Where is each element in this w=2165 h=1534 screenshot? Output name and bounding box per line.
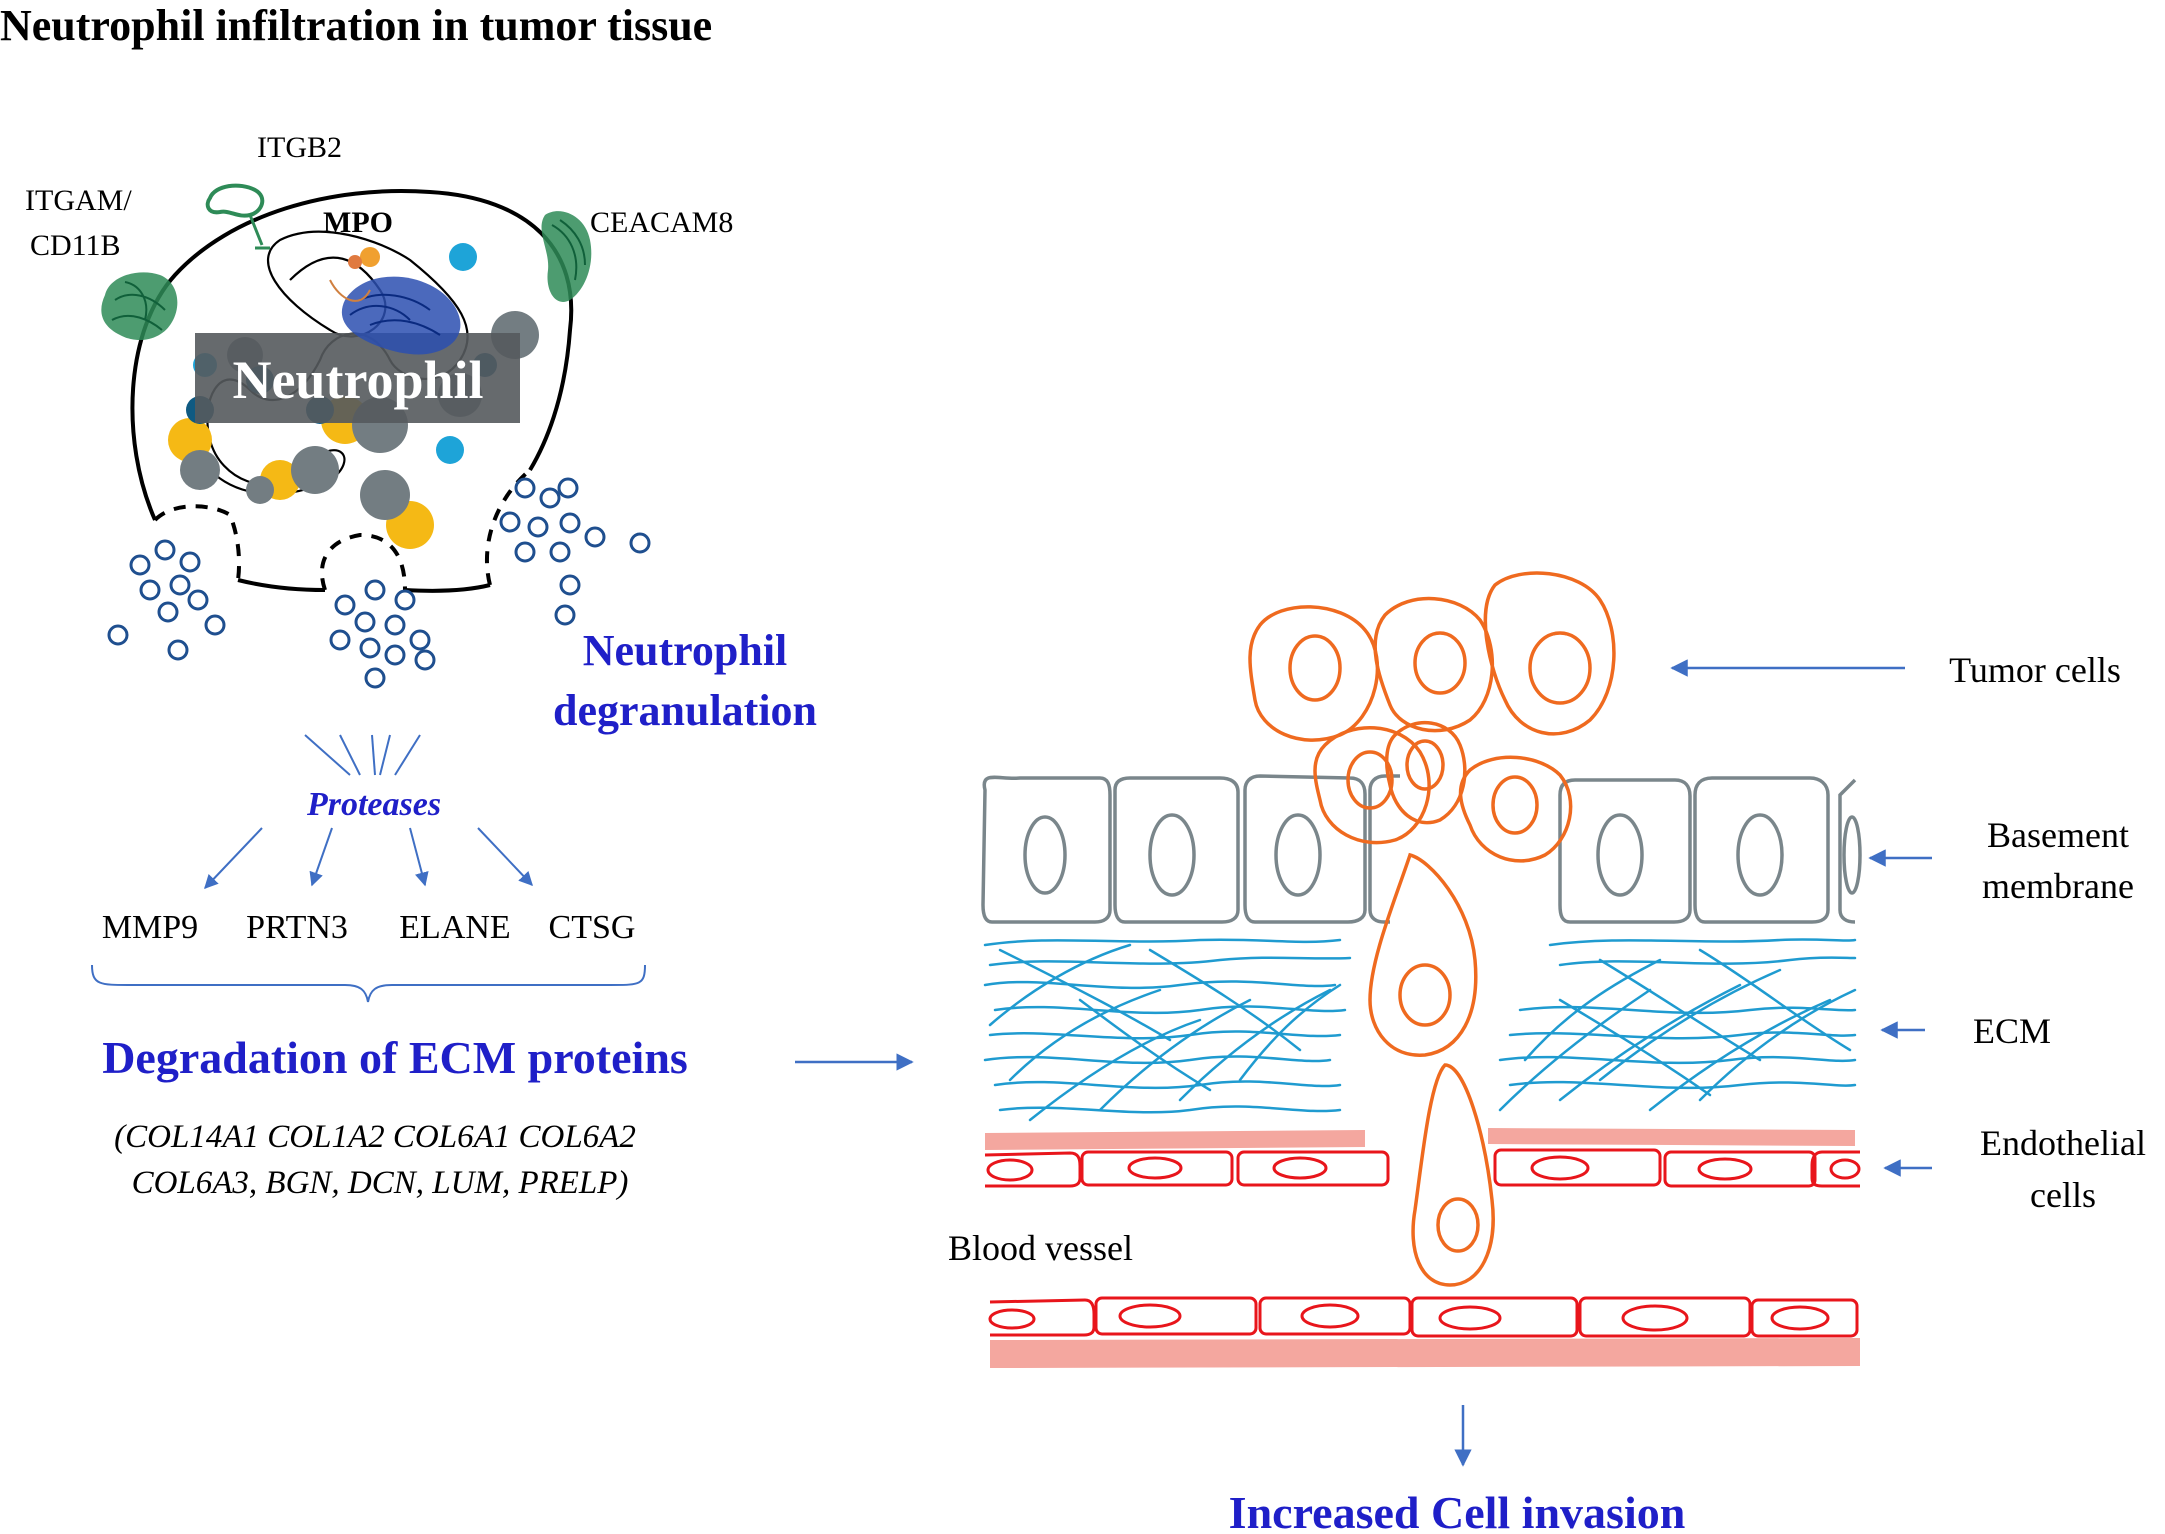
ecm-genes-line2: COL6A3, BGN, DCN, LUM, PRELP): [132, 1165, 629, 1201]
itgam-protein: [101, 272, 178, 341]
protease-mmp9: MMP9: [102, 909, 198, 946]
neutrophil-membrane-bottom-right: [404, 583, 491, 593]
protease-brace: [91, 964, 646, 1003]
proteases-label: Proteases: [306, 786, 441, 823]
arrow-to-mmp9: [204, 827, 263, 890]
label-basement-line1: Basement: [1987, 815, 2129, 855]
basement-membrane-cells: [981, 774, 1862, 924]
ecm-fibers: [983, 938, 1857, 1122]
arrow-to-ctsg: [477, 827, 533, 887]
tumor-cells: [1248, 571, 1616, 1287]
itgam-label-line1: ITGAM/: [25, 184, 132, 217]
ceacam8-protein: [541, 211, 592, 302]
diagram-title: Neutrophil infiltration in tumor tissue: [0, 1, 712, 50]
tissue-label-arrows: [1454, 659, 1932, 1467]
arrow-to-prtn3: [309, 827, 333, 887]
label-basement-line2: membrane: [1982, 866, 2134, 906]
protease-prtn3: PRTN3: [246, 909, 348, 946]
neutrophil-membrane: [130, 189, 574, 521]
ceacam8-label: CEACAM8: [590, 206, 733, 239]
label-blood-vessel: Blood vessel: [948, 1228, 1133, 1268]
neutrophil-cell: Neutrophil MPO ITGAM/ CD11B ITGB2 CEACA: [25, 131, 733, 689]
label-endothelial-line2: cells: [2030, 1175, 2096, 1215]
arrow-to-elane: [409, 827, 429, 887]
degranulation-notch-left: [153, 504, 242, 581]
protease-arrows: [204, 827, 533, 890]
vessel-wall: [985, 1128, 1860, 1368]
protease-release-lines: [304, 734, 421, 776]
label-tumor-cells: Tumor cells: [1949, 650, 2121, 690]
label-endothelial-line1: Endothelial: [1980, 1123, 2146, 1163]
neutrophil-label-box: [195, 333, 520, 423]
tissue-schematic: Tumor cells Basement membrane ECM Endoth…: [948, 571, 2146, 1534]
protease-ctsg: CTSG: [549, 909, 636, 946]
itgb2-protein: [205, 183, 270, 250]
increased-invasion-label: Increased Cell invasion: [1229, 1487, 1686, 1534]
degranulation-notch-middle: [319, 532, 407, 591]
endothelial-cells-lower: [988, 1296, 1859, 1338]
degranulation-label-line2: degranulation: [553, 686, 817, 735]
endothelial-cells-upper: [984, 1148, 1861, 1188]
ecm-genes-line1: (COL14A1 COL1A2 COL6A1 COL6A2: [114, 1119, 636, 1155]
mpo-protein: [329, 247, 461, 355]
degranulation-notch-right: [485, 468, 532, 586]
released-granules: [107, 477, 651, 689]
neutrophil-label: Neutrophil: [232, 350, 483, 410]
protease-elane: ELANE: [399, 909, 510, 946]
mpo-label: MPO: [323, 206, 393, 239]
itgam-label-line2: CD11B: [30, 229, 121, 262]
label-ecm: ECM: [1973, 1011, 2051, 1051]
ecm-degradation-heading: Degradation of ECM proteins: [102, 1032, 688, 1083]
itgb2-label: ITGB2: [257, 131, 342, 164]
neutrophil-membrane-bottom: [237, 578, 326, 592]
degranulation-label-line1: Neutrophil: [583, 626, 788, 675]
